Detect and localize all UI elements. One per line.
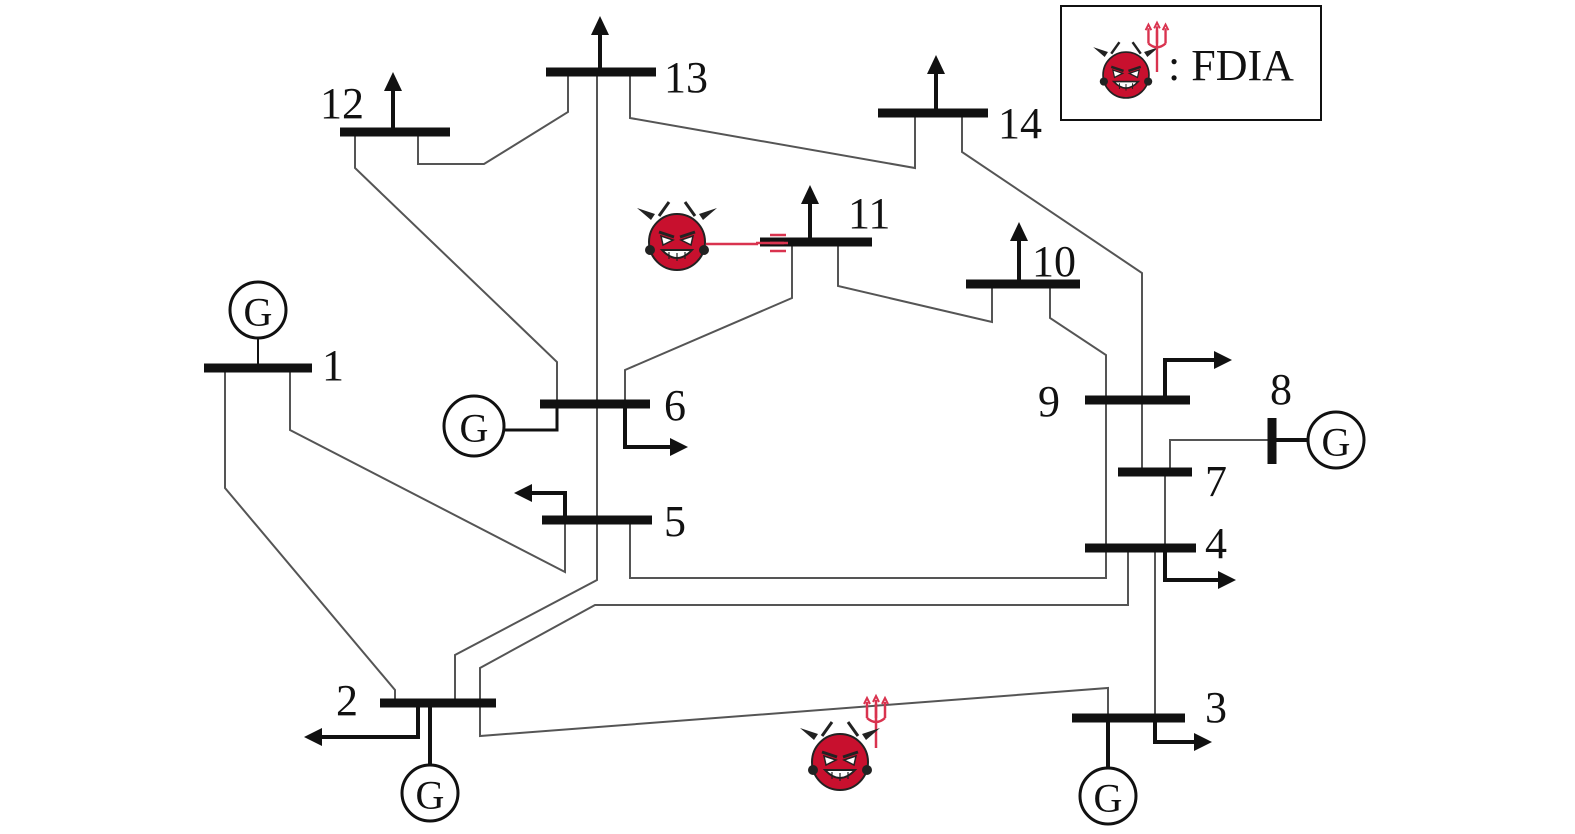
bus-label-11: 11 [848,189,890,238]
bus-4-load-arrow [1218,571,1236,589]
bus-5-load-arrow [514,484,532,502]
bus-label-5: 5 [664,497,686,546]
line-2-4 [479,548,1129,703]
bus-10-load-arrow [1010,222,1028,241]
line-7-8 [1169,439,1272,472]
generators: G G G G G [228,280,1366,826]
bus-label-4: 4 [1205,519,1227,568]
bus-9-load-arrow [1214,351,1232,369]
generator-bus-6: G [442,394,506,458]
bus-12-load-arrow [384,72,402,91]
bus-6-load-arrow [670,438,688,456]
bus-5-load [530,491,567,520]
generator-label: G [460,406,489,451]
line-6-11 [624,242,793,404]
generator-label: G [244,290,273,335]
bus-label-3: 3 [1205,683,1227,732]
bus-label-9: 9 [1038,377,1060,426]
generator-label: G [1322,420,1351,465]
line-1-2 [224,368,396,703]
generator-bus-1: G [228,280,288,340]
transmission-lines [224,72,1272,738]
line-2-3 [479,686,1109,738]
bus-label-10: 10 [1032,237,1076,286]
bus-11-load-arrow [801,185,819,204]
legend: : FDIA [1060,5,1322,121]
line-1-5 [289,368,566,574]
bus-label-13: 13 [664,53,708,102]
bus-4-load [1163,548,1220,582]
bus-label-1: 1 [322,341,344,390]
line-4-5 [629,520,1107,579]
bus-13-load-arrow [591,16,609,35]
line-10-11 [837,242,993,324]
bus-6-load [623,404,672,449]
fdia-attack-bus-11 [635,200,788,272]
bus-3-load [1153,718,1196,744]
bus-label-14: 14 [998,99,1042,148]
line-2-5 [454,72,598,703]
generator-label: G [416,773,445,818]
generator-bus-3: G [1078,766,1138,826]
trident-icon [862,694,890,750]
bus-labels: 1 2 3 4 5 6 7 8 9 10 11 12 13 14 [320,53,1292,732]
devil-icon [635,200,719,272]
generator-bus-8: G [1306,410,1366,470]
line-12-13 [417,72,569,165]
bus-14-load-arrow [927,55,945,74]
bus-2-load [320,703,420,739]
line-13-14 [629,72,916,170]
trident-icon [756,233,788,253]
bus-label-8: 8 [1270,365,1292,414]
generator-bus-2: G [400,763,460,823]
bus-label-7: 7 [1205,457,1227,506]
bus-label-2: 2 [336,676,358,725]
generator-label: G [1094,776,1123,821]
bus-2-load-arrow [304,728,322,746]
buses [204,16,1308,768]
line-9-14 [961,113,1143,400]
legend-label: : FDIA [1168,41,1294,90]
bus-9-load [1163,358,1216,400]
legend-box [1060,5,1322,121]
bus-label-6: 6 [664,381,686,430]
line-9-10 [1049,284,1107,400]
line-6-gen [505,404,559,432]
line-6-12 [354,132,558,404]
bus-3-load-arrow [1194,733,1212,751]
bus-label-12: 12 [320,79,364,128]
devil-icon [798,720,882,792]
